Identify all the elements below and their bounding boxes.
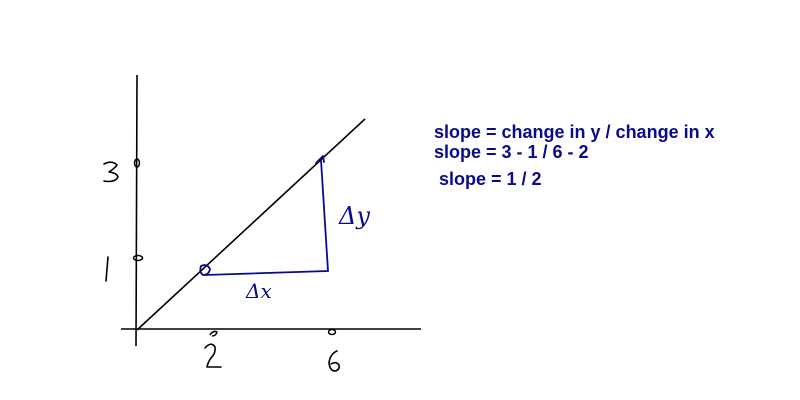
- x-tick-2: [209, 330, 218, 337]
- y-tick-3: [133, 158, 141, 168]
- slope-line: [136, 118, 366, 331]
- tick-marks: [132, 158, 337, 337]
- slope-result: slope = 1 / 2: [439, 169, 542, 189]
- run-segment: [204, 270, 329, 276]
- y-label-3: [103, 161, 119, 183]
- point-lower: [199, 264, 211, 276]
- slope-definition: slope = change in y / change in x: [434, 122, 715, 142]
- y-label-1: [105, 256, 109, 282]
- point-upper: [315, 155, 325, 164]
- slope-substitution: slope = 3 - 1 / 6 - 2: [434, 142, 589, 162]
- y-axis: [135, 74, 138, 347]
- delta-y-label: Δy: [338, 202, 370, 230]
- rise-segment: [320, 159, 329, 272]
- delta-x-label: Δx: [245, 279, 272, 303]
- y-tick-1: [132, 254, 144, 262]
- x-tick-6: [327, 328, 337, 336]
- x-label-2: [204, 343, 222, 368]
- x-label-6: [328, 350, 340, 372]
